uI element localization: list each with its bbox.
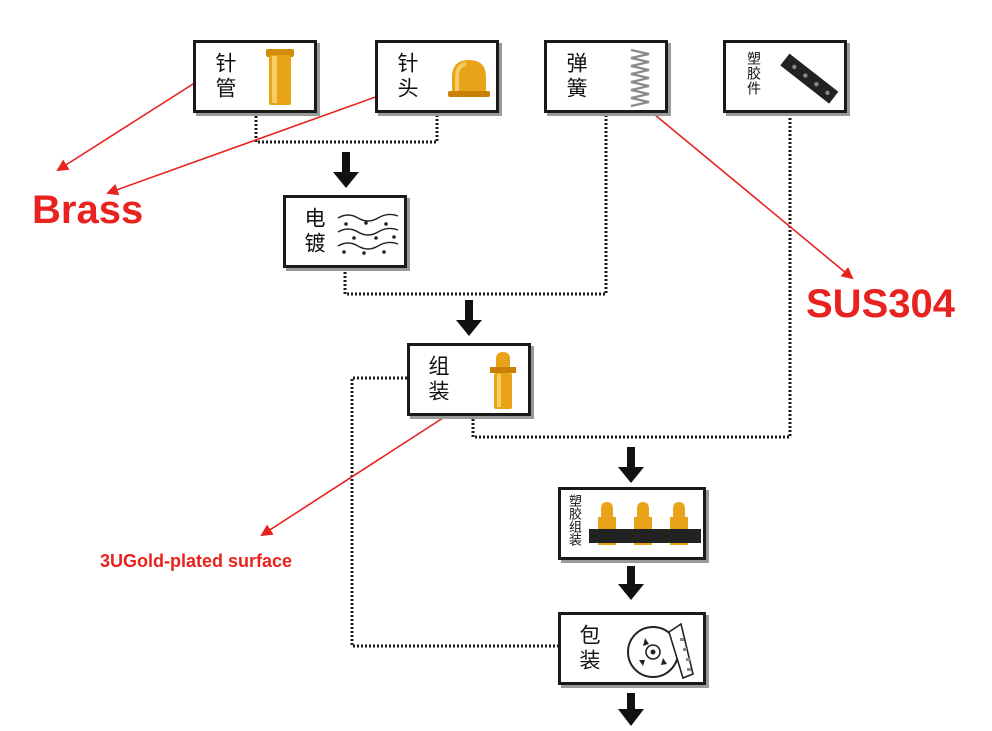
spring-label: 弹簧 xyxy=(564,52,588,102)
flow-arrow-to-assembly xyxy=(456,300,482,336)
plastic-part-icon xyxy=(780,53,839,104)
plastic-assembly-label: 塑胶组装 xyxy=(566,494,581,546)
assembly-label: 组装 xyxy=(426,355,450,405)
brass-arrow-head xyxy=(106,89,396,196)
needle-tube-label: 针管 xyxy=(213,52,237,102)
pogo-pin-icon xyxy=(490,352,516,409)
plastic-part-label: 塑胶件 xyxy=(745,51,761,96)
needle-tube-node: 针管 xyxy=(193,40,317,113)
plating-node: 电镀 xyxy=(283,195,407,268)
brass-annotation: Brass xyxy=(32,188,144,232)
plating-bath-icon xyxy=(337,213,399,255)
pin-strip-icon xyxy=(589,502,701,545)
plastic-assembly-node: 塑胶组装 xyxy=(558,487,706,560)
flow-arrow-to-plating xyxy=(333,152,359,188)
connector-assembly-to-packaging xyxy=(350,376,558,648)
spring-node: 弹簧 xyxy=(544,40,668,113)
needle-head-node: 针头 xyxy=(375,40,499,113)
flow-arrow-to-packaging xyxy=(618,566,644,600)
connector-tube-head-to-plating xyxy=(254,112,439,144)
assembly-node: 组装 xyxy=(407,343,531,416)
connector-assembly-plastic-to-strip xyxy=(471,112,792,439)
packaging-node: 包装 xyxy=(558,612,706,685)
brass-arrow-tube xyxy=(56,69,216,172)
flow-arrow-output xyxy=(618,693,644,726)
gold-plated-annotation: 3UGold-plated surface xyxy=(100,551,293,571)
spring-icon xyxy=(630,48,650,108)
packaging-label: 包装 xyxy=(577,624,601,674)
needle-tube-icon xyxy=(266,49,294,105)
flow-arrow-to-plastic-assembly xyxy=(618,447,644,483)
connector-plating-spring-to-assembly xyxy=(343,112,608,296)
sus304-annotation: SUS304 xyxy=(806,282,955,326)
plastic-part-node: 塑胶件 xyxy=(723,40,847,113)
tape-reel-icon xyxy=(627,622,694,680)
plating-label: 电镀 xyxy=(302,207,326,257)
needle-head-icon xyxy=(448,60,490,97)
sus304-arrow xyxy=(636,99,854,280)
needle-head-label: 针头 xyxy=(395,52,419,102)
